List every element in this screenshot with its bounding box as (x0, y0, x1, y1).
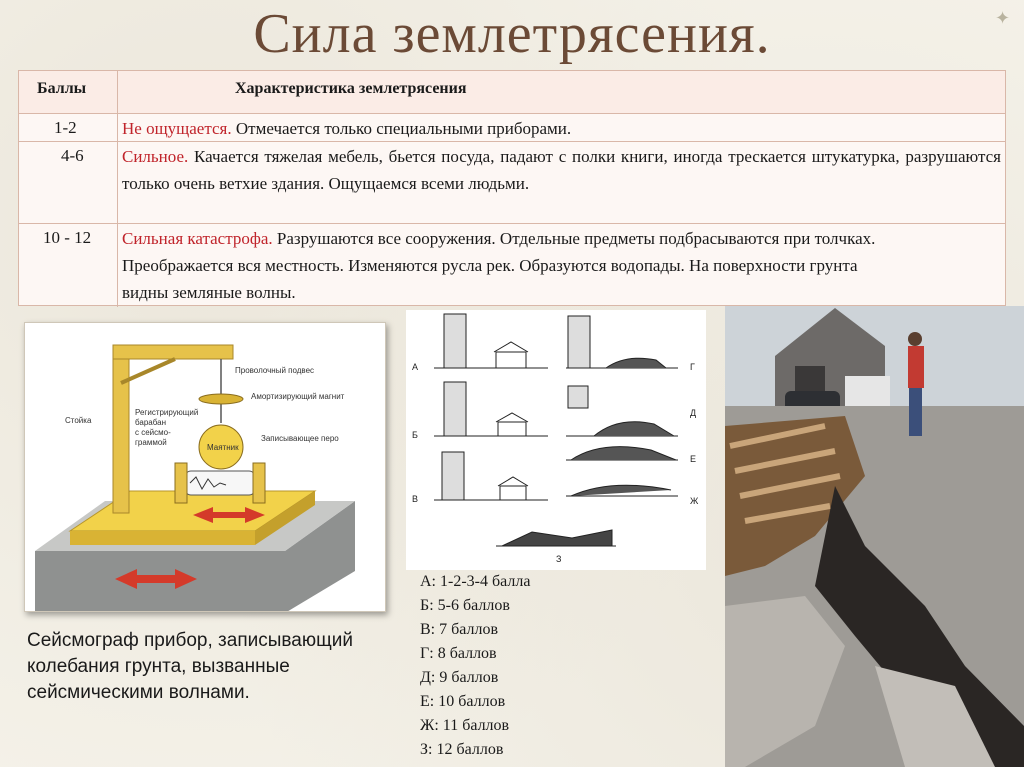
wood-pile (725, 416, 865, 576)
ground-crack (815, 486, 1024, 767)
legend-item: Ж: 11 баллов (420, 717, 510, 734)
legend-item: Б: 5-6 баллов (420, 597, 510, 614)
label-pen: Записывающее перо (261, 434, 339, 443)
house (493, 341, 529, 368)
row-description: Сильная катастрофа. Разрушаются все соор… (122, 225, 885, 306)
damage-drawing: А Б В Г Д Е Ж З (412, 313, 699, 564)
earthquake-damage-photo (725, 306, 1024, 767)
person-head (908, 332, 922, 346)
legend-item: Г: 8 баллов (420, 645, 497, 662)
base-side (255, 491, 315, 545)
seismograph-illustration: Проволочный подвес Амортизирующий магнит… (24, 322, 386, 613)
ground-slab (35, 501, 355, 613)
letter-z: З (556, 554, 561, 564)
corner-ornament-icon: ✦ (995, 8, 1011, 29)
header-description: Характеристика землетрясения (235, 80, 467, 97)
tall-building (443, 381, 467, 437)
letter-d: Д (690, 408, 696, 418)
person (908, 346, 924, 388)
brace (120, 357, 176, 385)
label-post: Стойка (65, 416, 92, 425)
rubble (570, 484, 672, 497)
tall-building (567, 315, 591, 369)
house (497, 476, 529, 500)
table-row: 4-6 Сильное. Качается тяжелая мебель, бь… (19, 141, 1005, 223)
person-legs (909, 388, 922, 436)
row-text: Отмечается только специальными приборами… (231, 119, 572, 138)
window (795, 366, 825, 391)
letter-b: Б (412, 430, 418, 440)
label-drum-2: барабан (135, 418, 166, 427)
ground-arrow-icon (115, 569, 197, 589)
drum-stand-right (252, 462, 266, 504)
label-drum-4: граммой (135, 438, 167, 447)
row-score: 4-6 (61, 146, 84, 165)
vibration-arrow-icon (193, 507, 265, 523)
seismograph-drawing: Проволочный подвес Амортизирующий магнит… (35, 344, 355, 613)
row-description: Сильное. Качается тяжелая мебель, бьется… (122, 143, 1001, 197)
rubble (501, 529, 613, 547)
slide-title: Сила землетрясения. (253, 3, 771, 65)
post (112, 352, 130, 514)
legend-item: Е: 10 баллов (420, 693, 506, 710)
row-text: Качается тяжелая мебель, бьется посуда, … (122, 147, 1001, 193)
row-term: Не ощущается. (122, 119, 232, 138)
broken-slab (875, 666, 995, 767)
damage-levels-diagram: А Б В Г Д Е Ж З (406, 310, 706, 570)
table-header-row: Баллы Характеристика землетрясения (19, 71, 1005, 113)
house (495, 412, 529, 436)
legend-item: З: 12 баллов (420, 741, 504, 758)
seismograph-caption: Сейсмограф прибор, записывающий колебани… (27, 630, 353, 703)
row-term: Сильное. (122, 147, 189, 166)
planks (729, 423, 841, 524)
letter-e: Е (690, 454, 696, 464)
tall-building (443, 313, 467, 369)
label-drum-3: с сейсмо- (135, 428, 171, 437)
rubble (605, 357, 667, 369)
top-beam (112, 344, 234, 360)
letter-zh: Ж (690, 496, 699, 506)
label-drum-1: Регистрирующий (135, 408, 198, 417)
row-text: Разрушаются все сооружения. Отдельные пр… (122, 229, 876, 302)
intensity-legend: А: 1-2-3-4 балла Б: 5-6 баллов В: 7 балл… (420, 570, 720, 762)
table-row: 10 - 12 Сильная катастрофа. Разрушаются … (19, 223, 1005, 307)
earthquake-intensity-table: Баллы Характеристика землетрясения 1-2 Н… (18, 70, 1006, 307)
rubble (593, 421, 675, 437)
legend-item: Д: 9 баллов (420, 669, 499, 686)
pendulum (198, 424, 244, 470)
legend-item: В: 7 баллов (420, 621, 499, 638)
row-description: Не ощущается. Отмечается только специаль… (122, 115, 1001, 142)
tall-building (441, 451, 465, 501)
photo-drawing (725, 306, 1024, 767)
label-wire: Проволочный подвес (235, 366, 314, 375)
letter-g: Г (690, 362, 695, 372)
header-score: Баллы (37, 80, 87, 97)
rubble (570, 446, 677, 461)
letter-a: А (412, 362, 418, 372)
label-pendulum: Маятник (207, 443, 239, 452)
row-term: Сильная катастрофа. (122, 229, 273, 248)
broken-slab (725, 596, 845, 767)
letter-v: В (412, 494, 418, 504)
row-score: 10 - 12 (43, 228, 92, 247)
drum-stand-left (174, 462, 188, 504)
table-row: 1-2 Не ощущается. Отмечается только спец… (19, 113, 1005, 141)
magnet (198, 393, 244, 405)
legend-item: А: 1-2-3-4 балла (420, 573, 531, 590)
seismogram-line (189, 476, 227, 491)
broken-building (567, 385, 589, 409)
row-score: 1-2 (54, 118, 77, 137)
label-magnet: Амортизирующий магнит (251, 392, 345, 401)
base-front (70, 531, 255, 545)
